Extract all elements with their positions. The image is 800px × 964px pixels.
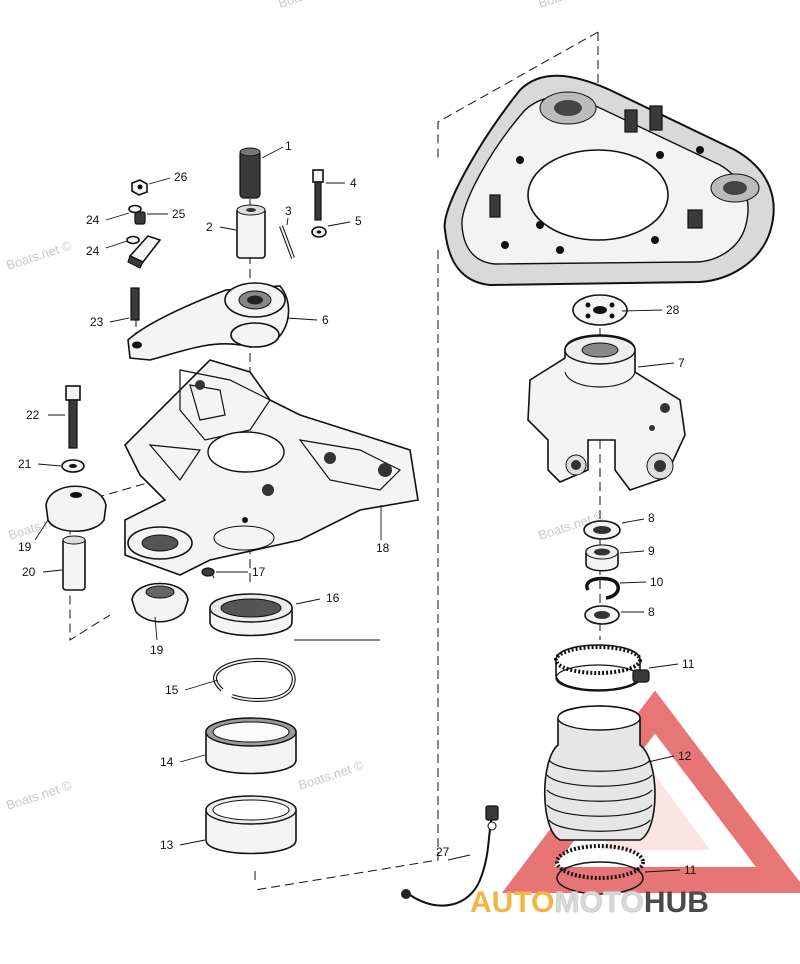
part-26-nut xyxy=(131,179,148,196)
callout-24-upper: 24 xyxy=(86,213,100,227)
part-28-plate xyxy=(572,294,628,326)
callout-14: 14 xyxy=(160,755,174,769)
watermark-text: Boats.net © xyxy=(4,237,74,272)
callout-2: 2 xyxy=(206,220,213,234)
part-25-spring xyxy=(134,211,146,225)
part-1-stud xyxy=(239,147,261,199)
callout-1: 1 xyxy=(285,139,292,153)
callout-18: 18 xyxy=(376,541,390,555)
callout-23: 23 xyxy=(90,315,104,329)
callout-19-left: 19 xyxy=(18,540,32,554)
callout-11-lower: 11 xyxy=(684,863,697,877)
callout-27: 27 xyxy=(436,845,450,859)
part-20-sleeve xyxy=(62,535,86,591)
callout-16: 16 xyxy=(326,591,340,605)
part-21-washer xyxy=(61,459,85,473)
part-8-bushing-lower xyxy=(584,605,620,625)
callout-28: 28 xyxy=(666,303,680,317)
watermark-text: Boats.net © xyxy=(296,757,366,792)
part-3-pin xyxy=(279,225,295,259)
part-15-retaining-ring xyxy=(213,657,296,702)
callout-21: 21 xyxy=(18,457,32,471)
part-5-washer xyxy=(311,226,327,238)
part-12-bellows xyxy=(543,705,656,841)
callout-26: 26 xyxy=(174,170,188,184)
watermark-text: Boats.net © xyxy=(536,0,606,11)
callout-19-lower: 19 xyxy=(150,643,164,657)
part-2-sleeve xyxy=(236,204,266,259)
callout-17: 17 xyxy=(252,565,266,579)
callout-10: 10 xyxy=(650,575,664,589)
callout-15: 15 xyxy=(165,683,179,697)
callout-4: 4 xyxy=(350,176,357,190)
part-13-ring xyxy=(205,795,297,855)
callout-8-lower: 8 xyxy=(648,605,655,619)
gimbal-housing xyxy=(443,74,775,287)
part-23-stud xyxy=(130,287,140,321)
part-24-washer-lower xyxy=(126,235,140,245)
part-11-clamp-upper xyxy=(554,644,650,692)
callout-7: 7 xyxy=(678,356,685,370)
leader-lines xyxy=(34,146,681,873)
automotohub-logo: AUTOMOTOHUB xyxy=(470,886,709,920)
part-4-bolt xyxy=(312,169,324,221)
part-18-bracket xyxy=(124,359,419,576)
callout-labels: 1 2 3 4 5 6 7 8 9 10 8 11 12 11 13 14 15… xyxy=(18,139,697,877)
callout-12: 12 xyxy=(678,749,692,763)
callout-5: 5 xyxy=(355,214,362,228)
callout-22: 22 xyxy=(26,408,40,422)
callout-11-upper: 11 xyxy=(682,657,695,671)
callout-8-upper: 8 xyxy=(648,511,655,525)
logo-part-auto: AUTO xyxy=(470,886,554,919)
callout-9: 9 xyxy=(648,544,655,558)
part-16-bearing xyxy=(209,593,293,637)
part-8-bushing-upper xyxy=(583,520,621,540)
watermark-text: Boats.net © xyxy=(4,777,74,812)
part-9-bushing xyxy=(585,544,619,572)
part-14-ring xyxy=(205,717,297,775)
callout-20: 20 xyxy=(22,565,36,579)
part-19-mount-lower xyxy=(131,582,189,623)
part-24-block xyxy=(127,235,162,269)
callout-25: 25 xyxy=(172,207,186,221)
part-7-yoke xyxy=(527,334,686,491)
callout-24-lower: 24 xyxy=(86,244,100,258)
part-27-ground-cable xyxy=(401,805,499,907)
callout-13: 13 xyxy=(160,838,174,852)
part-10-snap-ring xyxy=(585,576,620,600)
part-22-bolt xyxy=(65,385,81,449)
logo-part-hub: HUB xyxy=(644,886,709,919)
part-6-steering-arm xyxy=(127,282,290,361)
svg-text:AUTOMOTOHUB: AUTOMOTOHUB xyxy=(470,886,709,919)
watermark-text: Boats.net © xyxy=(276,0,346,11)
logo-part-moto: MOTO xyxy=(554,886,643,919)
part-17-screw xyxy=(201,567,215,577)
callout-3: 3 xyxy=(285,204,292,218)
callout-6: 6 xyxy=(322,313,329,327)
part-19-mount-upper xyxy=(45,485,107,532)
part-11-clamp-lower xyxy=(555,844,645,895)
